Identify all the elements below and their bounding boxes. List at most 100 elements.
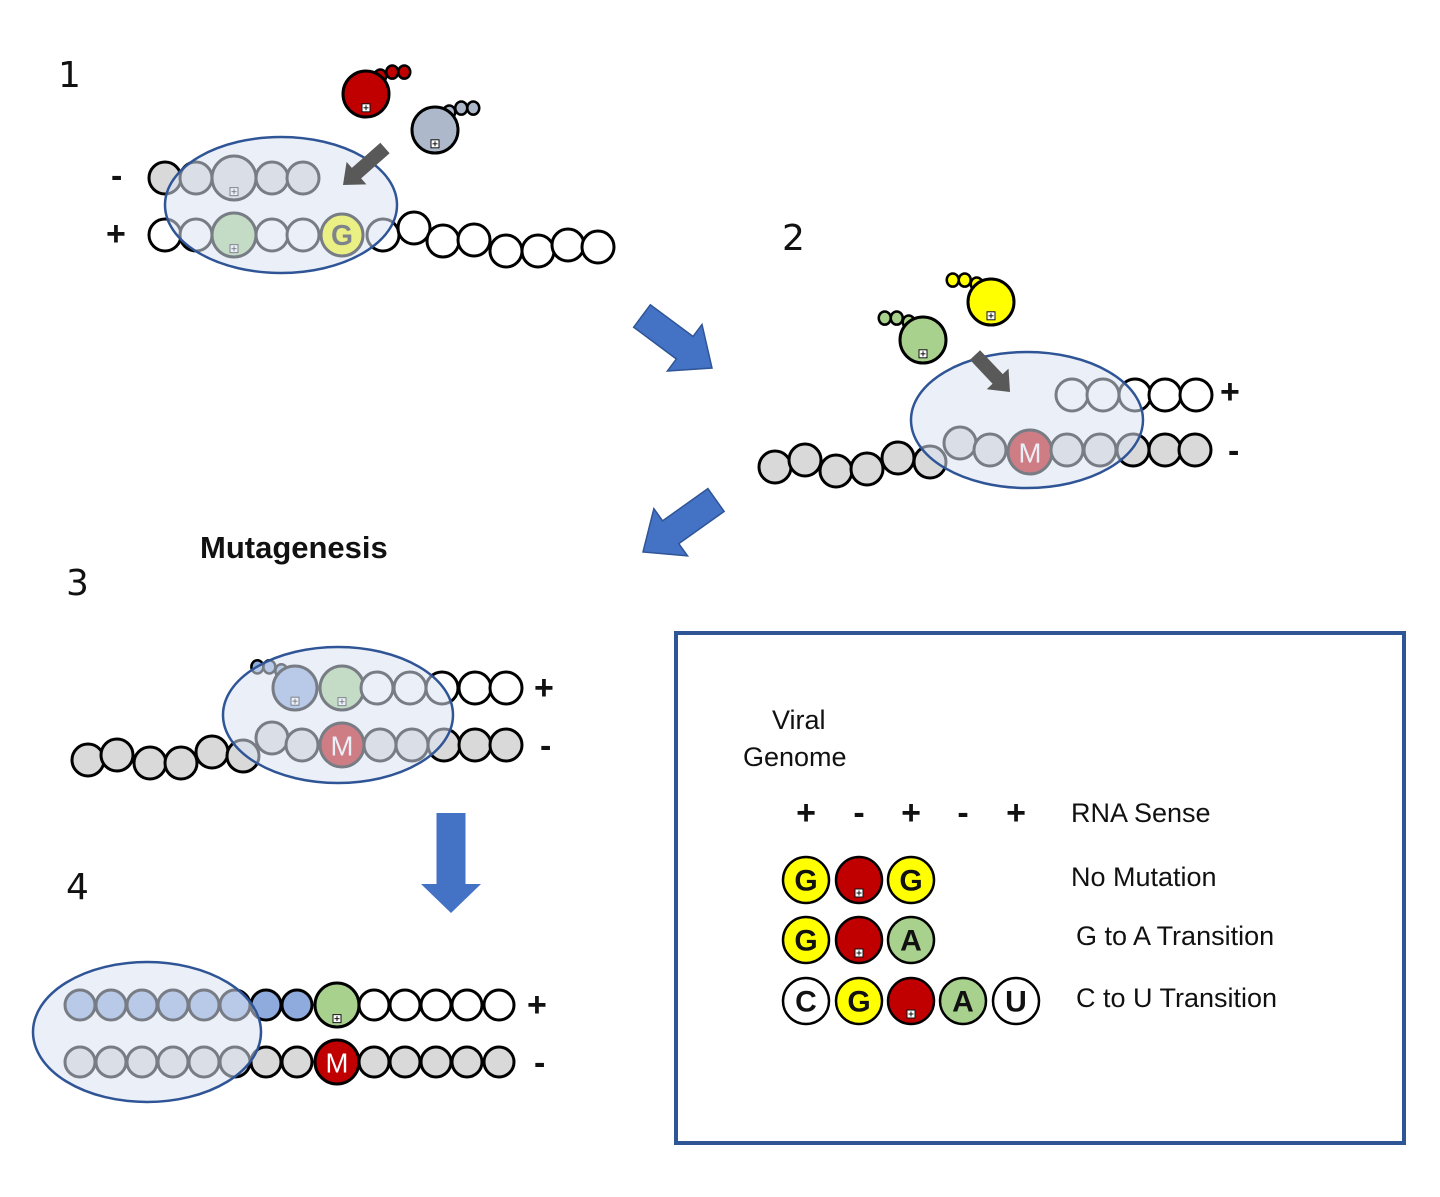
nucleotide-circle — [1147, 432, 1183, 468]
legend-header-genome: Genome — [743, 742, 847, 772]
phosphate-marker-icon — [361, 103, 371, 113]
legend-base: G — [781, 855, 831, 905]
nucleotide-circle — [488, 727, 524, 763]
nucleotide — [482, 1045, 516, 1079]
step4-minus-sign: - — [534, 1044, 545, 1082]
nucleotide — [787, 442, 823, 478]
legend-base-circle — [781, 915, 831, 965]
legend-base-circle — [781, 855, 831, 905]
legend-base-letter: G — [794, 865, 817, 898]
nucleotide — [1147, 377, 1183, 413]
mutation-label: M — [326, 1048, 349, 1079]
nucleotide-circle — [357, 1045, 391, 1079]
nucleotide-circle — [966, 277, 1016, 327]
nucleotide — [396, 210, 432, 246]
nucleotide-circle — [880, 440, 916, 476]
nucleotide — [419, 1045, 453, 1079]
phosphate-marker-icon — [430, 139, 440, 149]
legend-sense-symbol: + — [901, 794, 921, 832]
legend-sense-symbol: + — [796, 794, 816, 832]
nucleotide — [419, 988, 453, 1022]
nucleotide-circle — [132, 745, 168, 781]
phosphate-bead — [397, 64, 412, 80]
step-number-3: 3 — [66, 563, 89, 604]
legend-base: U — [991, 976, 1041, 1026]
nucleotide-circle — [388, 988, 422, 1022]
nucleotide-circle — [550, 227, 586, 263]
phosphate-bead — [945, 272, 960, 288]
legend-box: Viral Genome +-+-+ RNA Sense No Mutation… — [674, 631, 1406, 1145]
nucleotide-circle — [757, 449, 793, 485]
step-number-1: 1 — [58, 55, 81, 96]
nucleotide — [280, 1045, 314, 1079]
incoming-arrow — [969, 350, 1010, 392]
nucleotide — [482, 988, 516, 1022]
nucleotide-circle — [849, 451, 885, 487]
legend-sense-row: +-+-+ — [796, 794, 1026, 832]
step-number-4: 4 — [66, 867, 89, 908]
phosphate-marker-icon — [986, 311, 996, 321]
nucleotide — [488, 233, 524, 269]
nucleotide — [194, 734, 230, 770]
legend-base-circle — [938, 976, 988, 1026]
polymerase-complex — [163, 135, 399, 275]
legend-base: A — [938, 976, 988, 1026]
step-2-panel: M — [757, 272, 1214, 490]
nucleotide-circle — [482, 1045, 516, 1079]
flow-arrow-3-to-4 — [421, 813, 481, 913]
nucleotide-circle — [99, 737, 135, 773]
nucleotide-circle — [457, 727, 493, 763]
legend-base: C — [781, 976, 831, 1026]
phosphate-marker-icon — [332, 1014, 342, 1024]
nucleotide-circle — [341, 69, 391, 119]
nucleotide — [488, 670, 524, 706]
phosphate-bead — [889, 310, 904, 326]
nucleotide — [849, 451, 885, 487]
nucleotide — [357, 988, 391, 1022]
nucleotide-circle — [357, 988, 391, 1022]
nucleotide — [488, 727, 524, 763]
legend-row-label: C to U Transition — [1076, 983, 1277, 1013]
step1-minus-sign: - — [111, 157, 122, 195]
nucleotide-circle — [396, 210, 432, 246]
nucleotide-circle — [419, 988, 453, 1022]
phosphate-bead — [466, 100, 481, 116]
legend-rna-sense-label: RNA Sense — [1071, 798, 1211, 828]
nucleotide — [457, 727, 493, 763]
nucleotide — [450, 1045, 484, 1079]
phosphate-bead — [877, 310, 892, 326]
nucleotide-circle — [419, 1045, 453, 1079]
nucleotide — [757, 449, 793, 485]
nucleotide — [99, 737, 135, 773]
legend-base-letter: C — [795, 986, 817, 1019]
step1-plus-sign: + — [106, 215, 126, 253]
legend-row-label: G to A Transition — [1076, 921, 1274, 951]
phosphate-bead — [385, 64, 400, 80]
nucleotide-circle — [450, 988, 484, 1022]
legend-base-circle — [886, 976, 936, 1026]
legend-base-letter: G — [899, 865, 922, 898]
nucleotide-circle — [488, 670, 524, 706]
nucleotide-triphosphate — [341, 64, 412, 119]
nucleotide — [357, 1045, 391, 1079]
nucleotide-triphosphate — [410, 100, 481, 155]
nucleotide-circle — [70, 742, 106, 778]
legend-base: A — [886, 915, 936, 965]
nucleotide — [456, 222, 492, 258]
nucleotide-triphosphate — [877, 310, 948, 365]
legend-sense-symbol: - — [957, 794, 968, 832]
nucleotide — [550, 227, 586, 263]
polymerase-complex — [909, 350, 1145, 490]
flow-arrows — [421, 303, 726, 913]
nucleotide — [388, 988, 422, 1022]
nucleotide — [313, 981, 361, 1029]
phosphate-marker-icon — [906, 1009, 916, 1019]
step-number-2: 2 — [782, 218, 805, 259]
nucleotide-circle — [425, 223, 461, 259]
legend-base: G — [834, 976, 884, 1026]
